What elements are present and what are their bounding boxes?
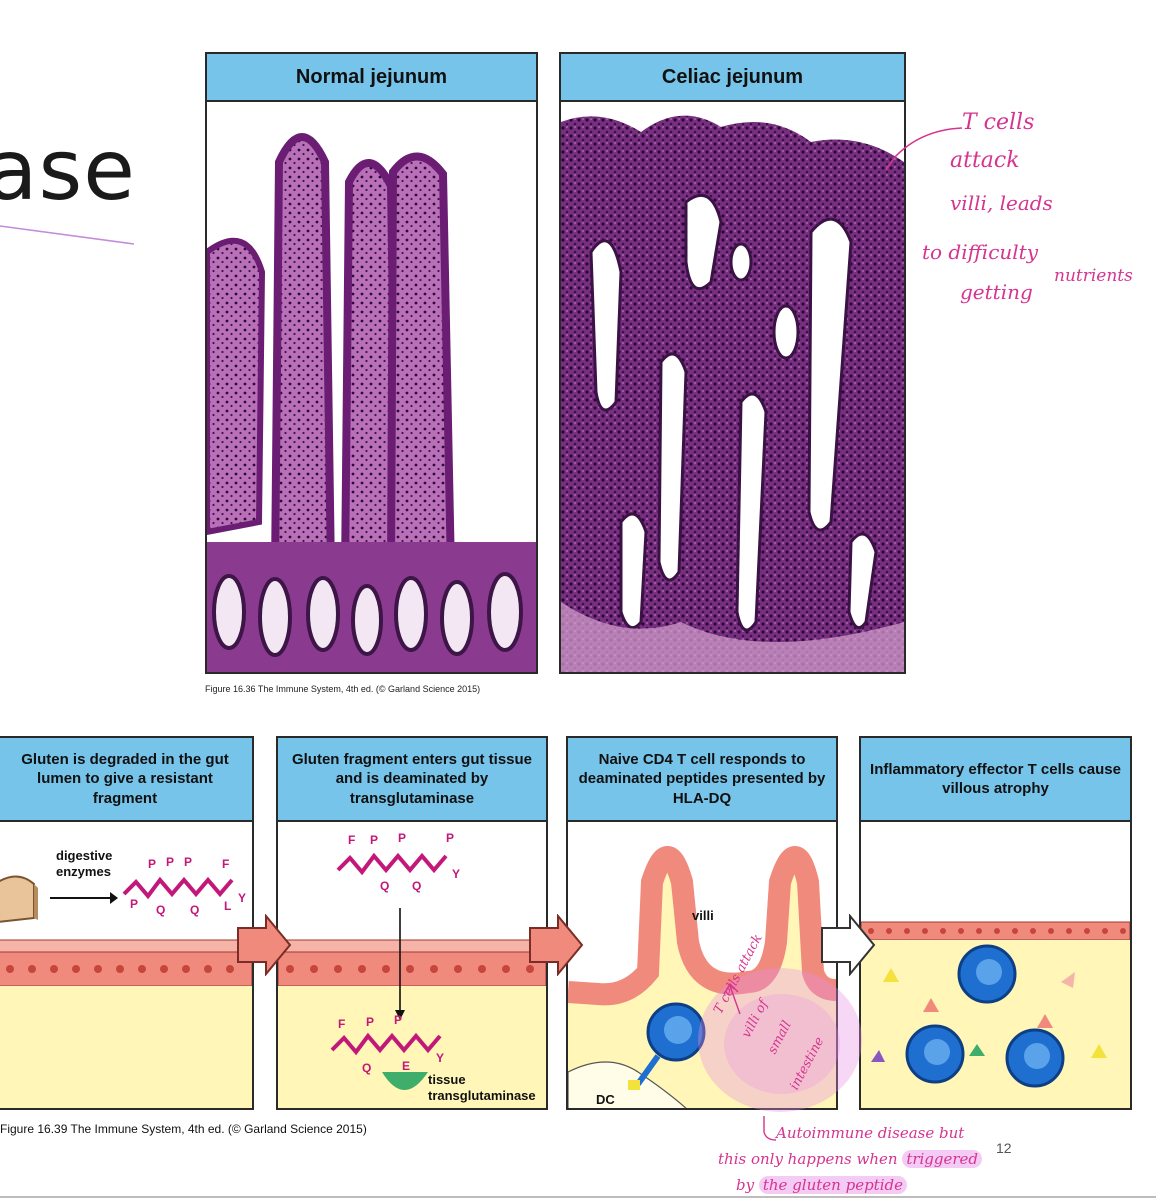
svg-text:P: P <box>446 831 454 845</box>
dendritic-cell <box>568 1061 687 1108</box>
digestive-label-1: digestive <box>56 848 112 863</box>
note-line-2: attack <box>950 148 1020 173</box>
bottom-note-line-2-start: this only happens when <box>718 1150 898 1168</box>
villi-note-arrow <box>723 982 741 1015</box>
svg-text:F: F <box>338 1017 345 1031</box>
villi-epithelium <box>568 846 836 1006</box>
bottom-note-line-3: by the gluten peptide <box>736 1176 907 1194</box>
note-line-3: villi, leads <box>950 191 1053 215</box>
normal-jejunum-title: Normal jejunum <box>207 54 536 102</box>
normal-jejunum-panel: Normal jejunum <box>205 52 538 674</box>
bottom-note-highlight-gluten: the gluten peptide <box>758 1176 907 1194</box>
svg-text:F: F <box>222 857 229 871</box>
pathway-figure-caption: Figure 16.39 The Immune System, 4th ed. … <box>0 1122 367 1136</box>
pathway-panel-3: Naive CD4 T cell responds to deaminated … <box>566 736 838 1110</box>
svg-text:Q: Q <box>362 1061 371 1075</box>
svg-text:F: F <box>348 833 355 847</box>
bottom-note-highlight-triggered: triggered <box>902 1150 983 1168</box>
deaminated-peptide-chain <box>330 1032 442 1056</box>
slide-title-fragment: ase <box>0 121 136 219</box>
svg-text:E: E <box>402 1059 410 1073</box>
pathway-panel-3-title: Naive CD4 T cell responds to deaminated … <box>568 738 836 822</box>
note-line-6: nutrients <box>1054 266 1133 286</box>
slide-number: 12 <box>996 1140 1012 1156</box>
svg-text:P: P <box>184 855 192 869</box>
svg-text:Q: Q <box>380 879 389 893</box>
tg-label-1: tissue <box>428 1072 466 1087</box>
svg-text:P: P <box>366 1015 374 1029</box>
dc-label: DC <box>596 1092 615 1107</box>
transglutaminase-enzyme <box>382 1072 428 1090</box>
svg-text:P: P <box>130 897 138 911</box>
cytokine-triangles <box>871 968 1107 1062</box>
gluten-peptide-chain <box>122 876 234 900</box>
bottom-note-line-2: this only happens when triggered <box>718 1150 983 1168</box>
celiac-jejunum-micrograph <box>561 102 904 672</box>
pathway-panel-4: Inflammatory effector T cells cause vill… <box>859 736 1132 1110</box>
highlight-glow <box>698 968 862 1112</box>
svg-text:L: L <box>224 899 231 913</box>
svg-text:Q: Q <box>156 903 165 917</box>
svg-text:P: P <box>394 1013 402 1027</box>
title-underline-stroke <box>0 225 135 245</box>
note-line-5: getting <box>960 280 1033 304</box>
pathway-panel-1-diagram: digestive enzymes P P P P Q Q F L Y <box>0 822 252 1108</box>
bottom-note-line-1: Autoimmune disease but <box>776 1124 965 1142</box>
note-line-1: T cells <box>962 110 1035 135</box>
normal-jejunum-micrograph <box>207 102 536 672</box>
pathway-panel-2: Gluten fragment enters gut tissue and is… <box>276 736 548 1110</box>
svg-text:Y: Y <box>436 1051 444 1065</box>
gluten-fragment-chain <box>336 852 448 876</box>
svg-text:Y: Y <box>238 891 246 905</box>
pathway-panel-3-diagram: villi DC <box>568 822 836 1108</box>
svg-text:P: P <box>148 857 156 871</box>
bottom-note-hook <box>763 1116 777 1141</box>
svg-text:P: P <box>398 831 406 845</box>
annotation-pointer-line <box>885 127 963 171</box>
svg-text:P: P <box>370 833 378 847</box>
step-arrow-2 <box>529 914 584 976</box>
bottom-note-line-3-start: by <box>736 1176 755 1194</box>
celiac-jejunum-title: Celiac jejunum <box>561 54 904 102</box>
pathway-panel-1: Gluten is degraded in the gut lumen to g… <box>0 736 254 1110</box>
pathway-panel-4-diagram <box>861 822 1130 1108</box>
step-arrow-1 <box>237 914 292 976</box>
micrograph-figure-caption: Figure 16.36 The Immune System, 4th ed. … <box>205 684 481 694</box>
pathway-panel-1-title: Gluten is degraded in the gut lumen to g… <box>0 738 252 822</box>
pathway-panel-4-title: Inflammatory effector T cells cause vill… <box>861 738 1130 822</box>
pathway-panel-2-title: Gluten fragment enters gut tissue and is… <box>278 738 546 822</box>
svg-text:Q: Q <box>412 879 421 893</box>
tg-label-2: transglutaminase <box>428 1088 536 1103</box>
celiac-jejunum-panel: Celiac jejunum <box>559 52 906 674</box>
svg-text:Q: Q <box>190 903 199 917</box>
pathway-panel-2-diagram: F P P P Q Q Y F P P Q E Y tissue transgl… <box>278 822 546 1108</box>
villi-label: villi <box>692 908 714 923</box>
note-line-4: to difficulty <box>922 240 1039 264</box>
bread-icon <box>0 875 35 923</box>
slide-bottom-border <box>0 1196 1156 1198</box>
svg-text:Y: Y <box>452 867 460 881</box>
step-arrow-3 <box>821 914 876 976</box>
svg-text:P: P <box>166 855 174 869</box>
digestive-label-2: enzymes <box>56 864 111 879</box>
